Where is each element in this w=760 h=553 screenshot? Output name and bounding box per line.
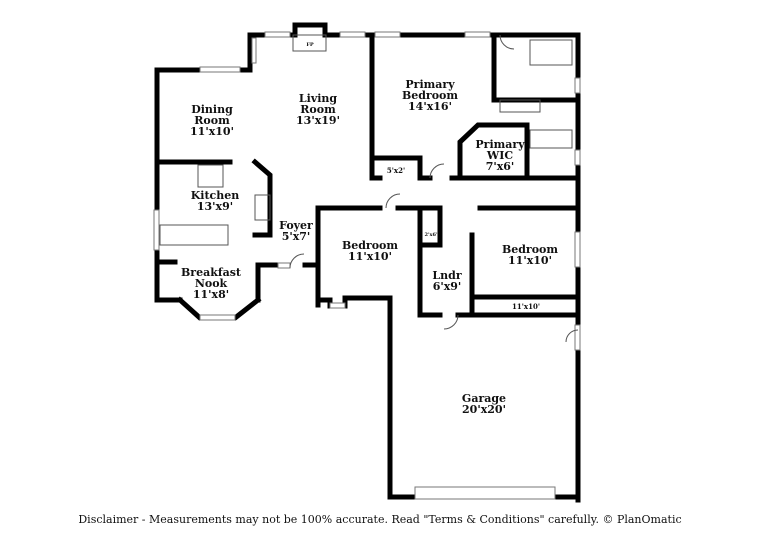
door-swing-icon — [289, 253, 305, 269]
foyer-size: 5'x7' — [282, 230, 311, 243]
door-swing-icon — [565, 329, 579, 343]
fireplace-icon — [292, 34, 327, 52]
room-labels: Dining Room 11'x10' Living Room 13'x19' … — [181, 42, 558, 416]
shower-icon — [529, 129, 573, 149]
kitchen-island-icon — [159, 224, 229, 246]
kitchen-label: Kitchen — [191, 189, 240, 202]
bedroom-2-size: 11'x10' — [508, 254, 552, 267]
fridge-icon — [197, 164, 224, 188]
dining-room-size: 11'x10' — [190, 125, 234, 138]
bedroom-2-label: Bedroom — [502, 243, 558, 256]
bedroom-label: Bedroom — [342, 239, 398, 252]
door-swing-icon — [429, 163, 445, 179]
bedroom-size: 11'x10' — [348, 250, 392, 263]
breakfast-nook-label: Breakfast — [181, 266, 242, 279]
breakfast-nook-size: 11'x8' — [193, 288, 229, 301]
bedroom-2-closet-size: 11'x10' — [512, 302, 540, 311]
breakfast-bay — [176, 296, 262, 321]
primary-bedroom-label: Primary — [405, 78, 455, 91]
breakfast-nook-label-2: Nook — [195, 277, 228, 290]
vanity-icon — [499, 99, 541, 113]
dining-room-label: Dining — [191, 103, 233, 116]
garage-label: Garage — [462, 392, 506, 405]
living-room-label: Living — [299, 92, 337, 105]
bathtub-icon — [529, 39, 573, 66]
fixtures — [159, 34, 579, 343]
primary-wic-label-2: WIC — [486, 149, 513, 162]
laundry-size: 6'x9' — [433, 280, 462, 293]
laundry-label: Lndr — [432, 269, 461, 282]
dining-room-label-2: Room — [194, 114, 230, 127]
living-room-label-2: Room — [300, 103, 336, 116]
primary-bedroom-label-2: Bedroom — [402, 89, 458, 102]
primary-bedroom-size: 14'x16' — [408, 100, 452, 113]
kitchen-size: 13'x9' — [197, 200, 233, 213]
primary-wic-size: 7'x6' — [486, 160, 515, 173]
primary-wic-label: Primary — [475, 138, 525, 151]
door-swing-icon — [499, 34, 515, 50]
garage-size: 20'x20' — [462, 403, 506, 416]
closet-size: 5'x2' — [387, 166, 405, 175]
windows — [153, 31, 581, 500]
stove-icon — [254, 194, 271, 221]
living-room-size: 13'x19' — [296, 114, 340, 127]
closet-small-size: 2'x6' — [424, 232, 437, 238]
foyer-label: Foyer — [279, 219, 313, 232]
door-swing-icon — [443, 314, 459, 330]
fireplace-label: FP — [306, 42, 314, 48]
disclaimer-text: Disclaimer - Measurements may not be 100… — [78, 513, 682, 526]
door-swing-icon — [385, 193, 401, 209]
